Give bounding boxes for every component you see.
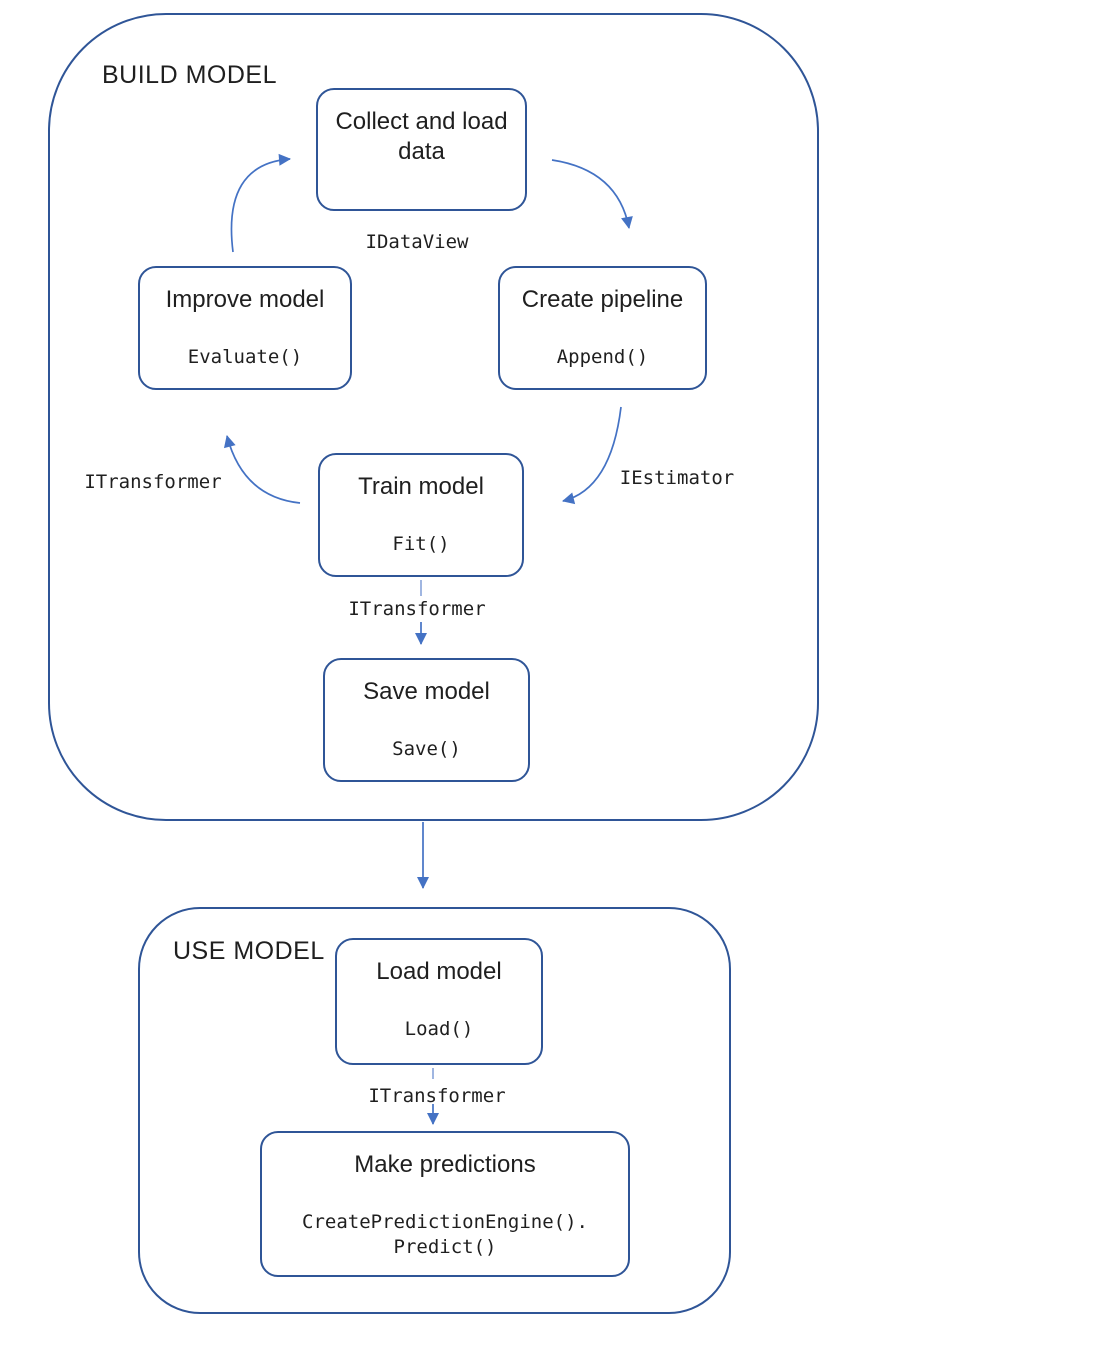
node-collect-and-load-data: Collect and load data [316, 88, 527, 211]
node-code: Fit() [392, 533, 450, 555]
node-title: Load model [376, 958, 502, 985]
node-title: Create pipeline [521, 286, 684, 313]
node-title: Improve model [165, 286, 325, 313]
node-train-model: Train model Fit() [318, 453, 524, 577]
node-load-model: Load model Load() [335, 938, 543, 1065]
edge-label-itransformer-use: ITransformer [368, 1085, 506, 1107]
node-save-model: Save model Save() [323, 658, 530, 782]
node-code: Save() [392, 738, 461, 760]
node-title: Collect and load [335, 108, 508, 135]
node-title: data [398, 138, 445, 165]
edge-label-iestimator: IEstimator [619, 467, 735, 489]
use-model-group [138, 907, 731, 1314]
node-code: Evaluate() [187, 346, 303, 368]
arrow-create-to-train [562, 406, 622, 505]
node-code: Load() [404, 1018, 474, 1040]
use-model-label: USE MODEL [173, 937, 325, 965]
node-title: Train model [358, 473, 484, 500]
arrow-improve-to-collect [230, 153, 291, 253]
node-create-pipeline: Create pipeline Append() [498, 266, 707, 390]
edge-label-itransformer-save: ITransformer [348, 598, 486, 620]
build-model-label: BUILD MODEL [102, 61, 277, 89]
node-code: CreatePredictionEngine(). [302, 1211, 588, 1233]
edge-label-itransformer-loop: ITransformer [84, 471, 222, 493]
arrow-collect-to-create [551, 159, 633, 229]
node-title: Save model [363, 678, 490, 705]
node-improve-model: Improve model Evaluate() [138, 266, 352, 390]
arrow-train-to-improve [223, 435, 301, 504]
node-code: Predict() [393, 1236, 497, 1258]
edge-label-idataview: IDataView [365, 231, 469, 253]
node-make-predictions: Make predictions CreatePredictionEngine(… [260, 1131, 630, 1277]
build-model-group [48, 13, 819, 821]
node-code: Append() [556, 346, 649, 368]
node-title: Make predictions [354, 1151, 536, 1178]
